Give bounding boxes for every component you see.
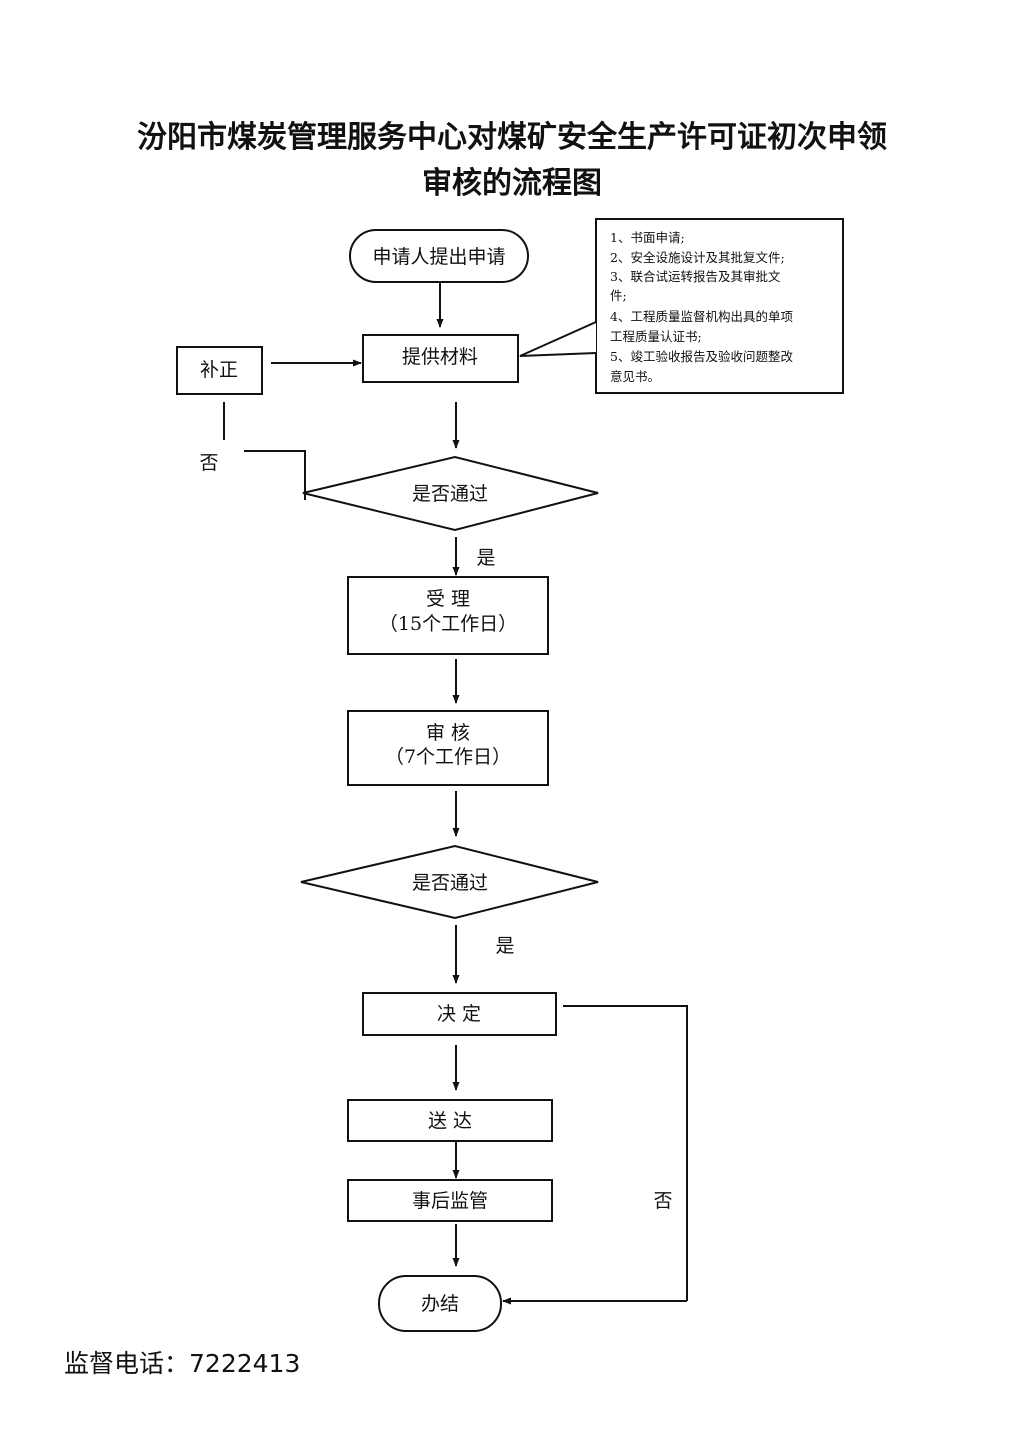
review-label-line-2: （7个工作日） bbox=[385, 746, 511, 768]
phone-number: 7222413 bbox=[189, 1349, 301, 1378]
materials-list-item: 4、工程质量监督机构出具的单项 bbox=[610, 309, 793, 324]
materials-list-item: 3、联合试运转报告及其审批文 bbox=[610, 269, 781, 284]
line-decision1-no bbox=[244, 450, 306, 500]
decide-box bbox=[362, 992, 557, 1036]
decision-2-label: 是否通过 bbox=[412, 872, 488, 894]
review-label-line-1: 审 核 bbox=[426, 722, 470, 744]
materials-list-item: 1、书面申请; bbox=[610, 230, 685, 245]
materials-list-item: 5、竣工验收报告及验收问题整改 bbox=[610, 349, 793, 364]
supervise-box bbox=[347, 1179, 553, 1222]
decision-2-diamond bbox=[300, 844, 599, 920]
accept-label-line-2: （15个工作日） bbox=[379, 613, 517, 635]
materials-box bbox=[362, 334, 519, 383]
correction-box bbox=[176, 346, 263, 395]
deliver-box bbox=[347, 1099, 553, 1142]
materials-list-item: 件; bbox=[610, 288, 627, 303]
edge-label-no-right: 否 bbox=[653, 1190, 672, 1212]
accept-label-line-1: 受 理 bbox=[426, 588, 470, 610]
decision-1-label: 是否通过 bbox=[412, 483, 488, 505]
review-box bbox=[347, 710, 549, 786]
decision-1-diamond bbox=[302, 455, 599, 532]
accept-box bbox=[347, 576, 549, 655]
supervise-label: 事后监管 bbox=[412, 1190, 488, 1212]
materials-list-item: 意见书。 bbox=[610, 369, 660, 384]
footer-phone: 监督电话：7222413 bbox=[64, 1344, 300, 1380]
decide-label: 决 定 bbox=[437, 1003, 481, 1025]
phone-label: 监督电话： bbox=[64, 1349, 190, 1378]
title-line-2: 审核的流程图 bbox=[422, 166, 602, 201]
materials-list-item: 工程质量认证书; bbox=[610, 329, 702, 344]
end-node bbox=[378, 1275, 502, 1332]
materials-callout-box bbox=[595, 218, 844, 394]
correction-label: 补正 bbox=[200, 359, 238, 381]
deliver-label: 送 达 bbox=[428, 1110, 472, 1132]
edge-label-no-left: 否 bbox=[199, 452, 218, 474]
materials-label: 提供材料 bbox=[402, 346, 478, 368]
title-line-1: 汾阳市煤炭管理服务中心对煤矿安全生产许可证初次申领 bbox=[137, 120, 887, 155]
callout-pointer bbox=[519, 321, 597, 357]
start-label: 申请人提出申请 bbox=[372, 246, 505, 268]
end-label: 办结 bbox=[421, 1293, 459, 1315]
materials-list-item: 2、安全设施设计及其批复文件; bbox=[610, 250, 785, 265]
edge-label-yes-2: 是 bbox=[495, 935, 514, 957]
line-decide-no bbox=[563, 1005, 688, 1301]
materials-callout-list: 1、书面申请; 2、安全设施设计及其批复文件; 3、联合试运转报告及其审批文 件… bbox=[610, 230, 793, 384]
edge-label-yes-1: 是 bbox=[476, 547, 495, 569]
